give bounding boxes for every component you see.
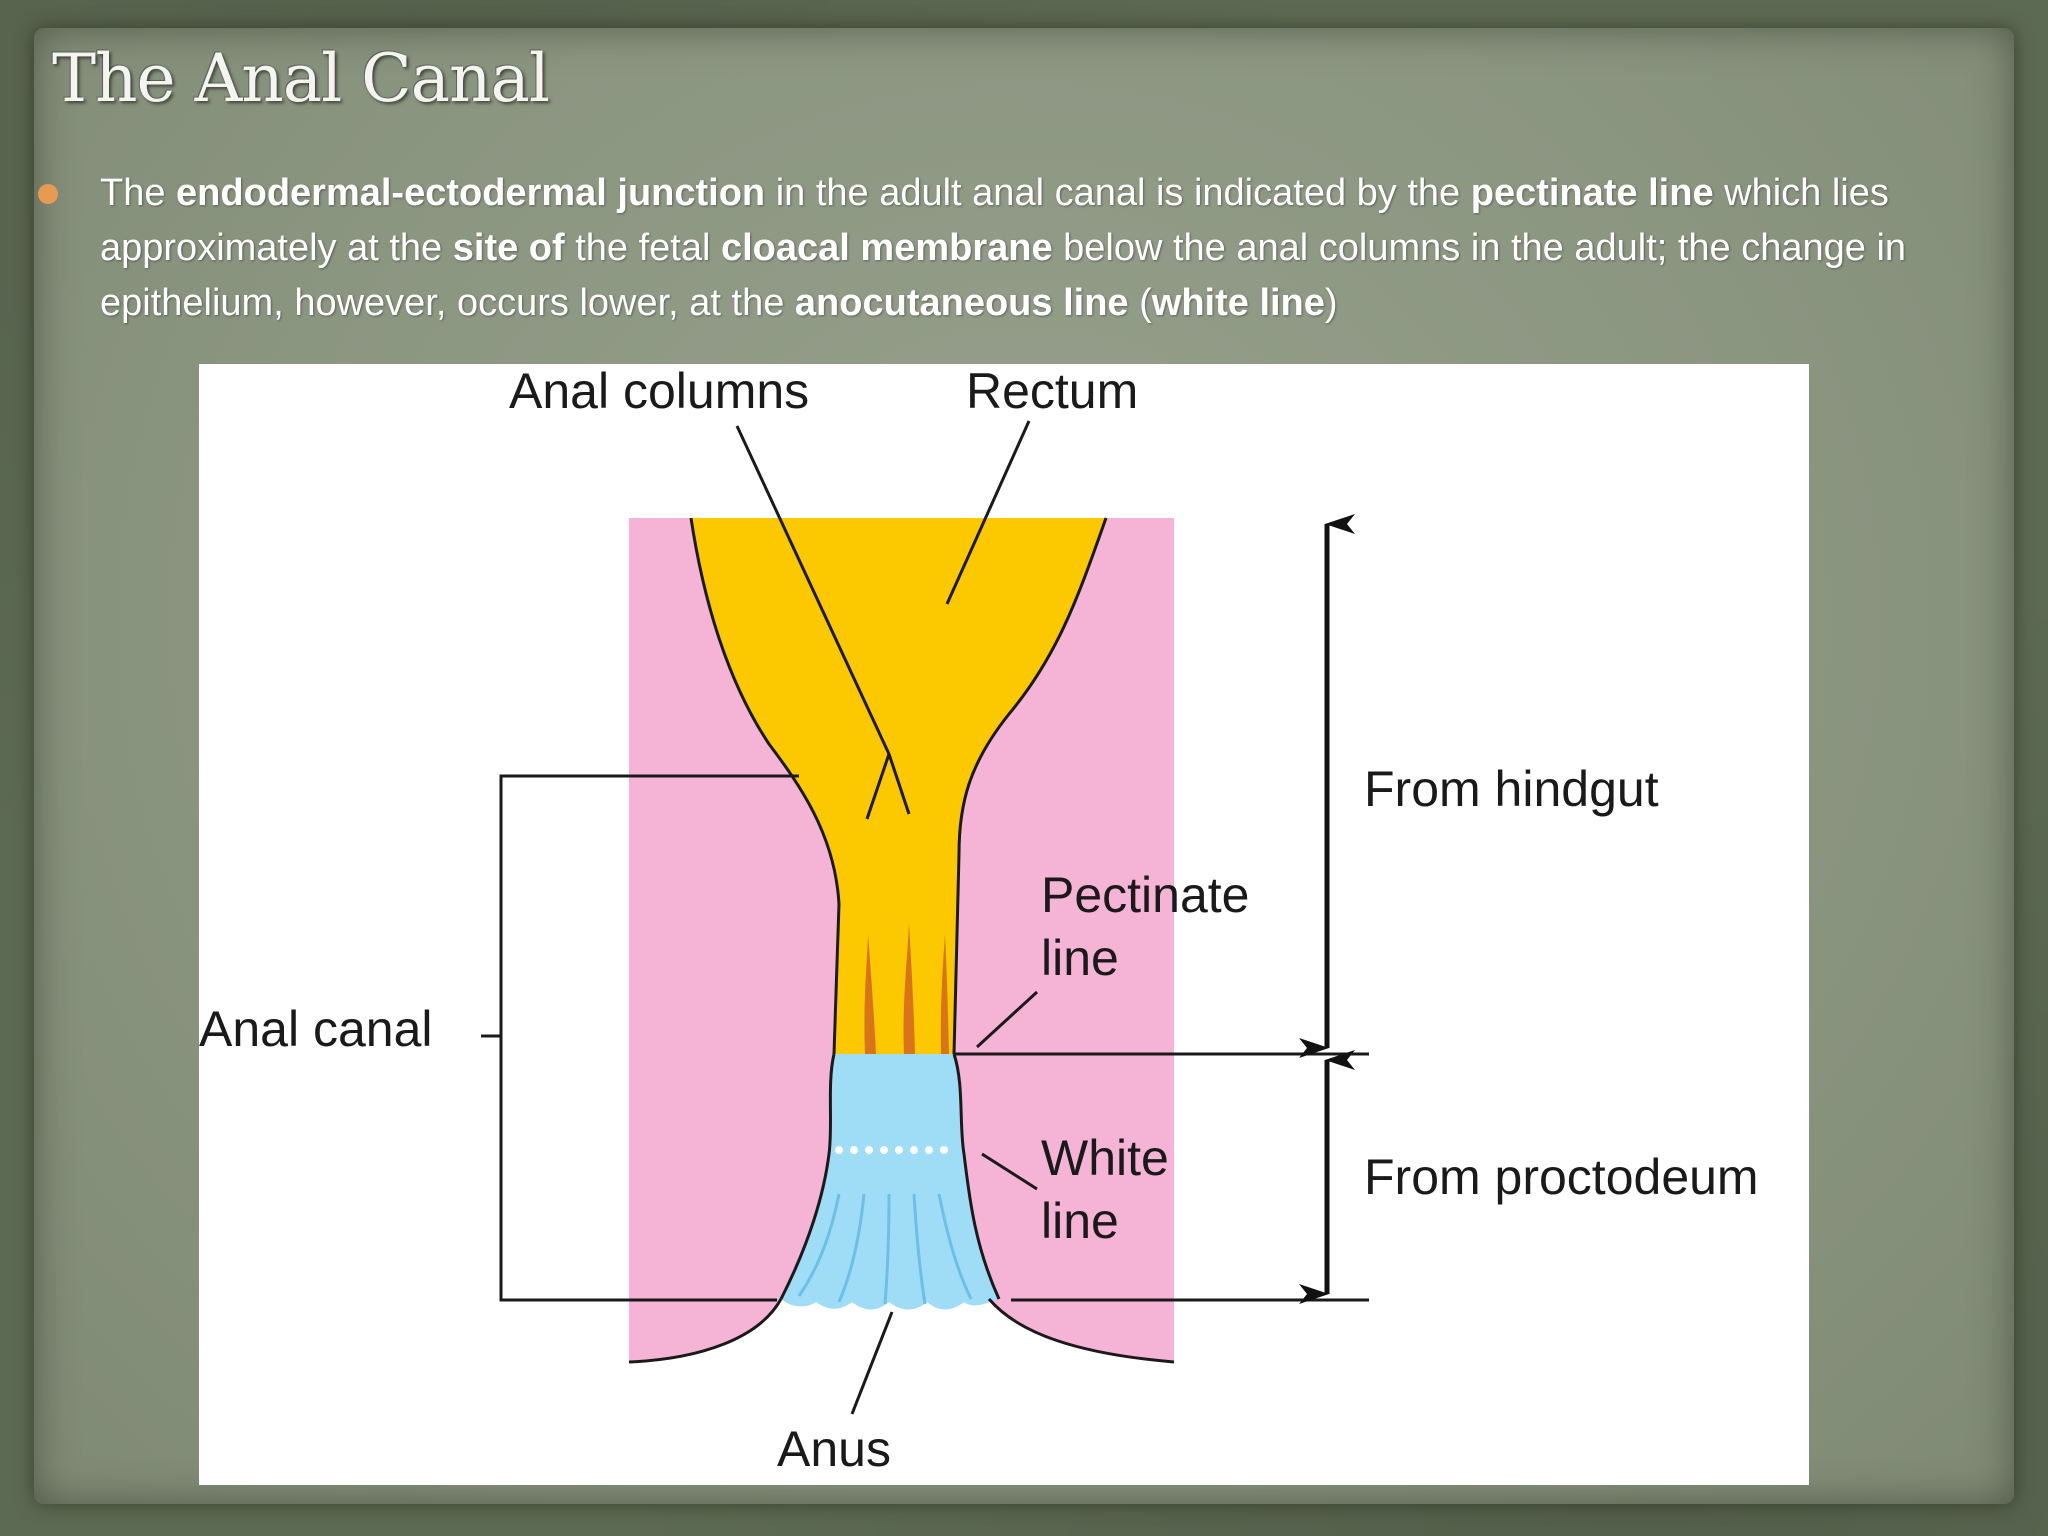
label-rectum: Rectum xyxy=(966,364,1138,419)
white-line-dots xyxy=(835,1146,948,1154)
bullet-text-segment: ( xyxy=(1128,282,1152,324)
bullet-text-segment: the fetal xyxy=(564,227,721,269)
ectoderm-region xyxy=(781,1054,999,1310)
bold-term: pectinate line xyxy=(1470,172,1714,214)
bullet-text-segment: below the anal columns in the adult; the… xyxy=(100,227,1907,324)
label-pectinate-line: line xyxy=(1041,930,1119,986)
label-white-line: line xyxy=(1041,1193,1119,1249)
anal-column-streak xyxy=(903,924,915,1054)
label-from-hindgut: From hindgut xyxy=(1364,761,1659,817)
label-from-proctodeum: From proctodeum xyxy=(1364,1149,1759,1205)
anal-canal-diagram: Anal columns Rectum From hindgut Pectina… xyxy=(199,364,1809,1485)
label-pectinate: Pectinate xyxy=(1041,867,1249,923)
bold-term: white line xyxy=(1151,282,1325,324)
bullet-dot-icon xyxy=(38,184,58,204)
bullet-text: The endodermal-ectodermal junction in th… xyxy=(100,166,2000,331)
anal-column-streak xyxy=(940,934,949,1054)
bullet-text-segment: The xyxy=(100,172,177,214)
label-white: White xyxy=(1041,1130,1169,1186)
bullet-text-segment: in the adult anal canal is indicated by … xyxy=(765,172,1471,214)
ectoderm-folds xyxy=(797,1193,973,1305)
bold-term: anocutaneous line xyxy=(794,282,1129,324)
slide-title: The Anal Canal xyxy=(52,40,550,117)
bold-term: cloacal membrane xyxy=(720,227,1053,269)
anal-canal-bracket xyxy=(481,774,799,1302)
bold-term: endodermal-ectodermal junction xyxy=(176,172,766,214)
bullet-text-segment: ) xyxy=(1324,282,1338,324)
bold-term: site of xyxy=(452,227,565,269)
diagram-svg: Anal columns Rectum From hindgut Pectina… xyxy=(199,364,1759,1477)
bullet-text-segment: which lies approximately at the xyxy=(100,172,1889,269)
anal-column-streak xyxy=(864,934,876,1054)
label-anal-columns: Anal columns xyxy=(509,364,809,419)
label-anal-canal: Anal canal xyxy=(199,1001,433,1057)
leader-lines xyxy=(735,420,1039,1415)
label-anus: Anus xyxy=(777,1421,891,1477)
outline-strokes xyxy=(628,517,1175,1364)
